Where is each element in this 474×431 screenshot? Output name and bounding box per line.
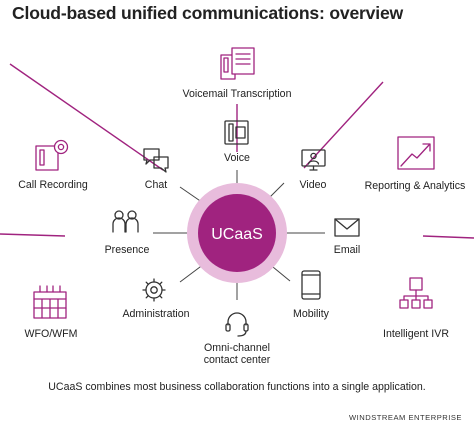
label-chat: Chat — [145, 179, 167, 191]
people-icon — [112, 210, 139, 233]
mobile-phone-icon — [301, 270, 321, 300]
chat-bubbles-icon — [143, 148, 169, 173]
label-email: Email — [334, 244, 361, 256]
brand-logo-text: WINDSTREAM ENTERPRISE — [348, 413, 462, 422]
voicemail-document-icon — [220, 47, 255, 80]
label-mobility: Mobility — [293, 308, 330, 320]
label-video: Video — [300, 179, 327, 191]
label-omni-line2: contact center — [204, 354, 271, 366]
outer-spokes — [0, 63, 474, 239]
label-voice: Voice — [224, 152, 250, 164]
phone-handset-icon — [224, 120, 249, 145]
spoke-right — [422, 235, 474, 239]
envelope-icon — [334, 218, 360, 237]
label-call-recording: Call Recording — [18, 179, 88, 191]
label-presence: Presence — [105, 244, 150, 256]
trend-arrow-icon — [397, 136, 435, 170]
page-title: Cloud-based unified communications: over… — [12, 3, 404, 23]
label-omni-line1: Omni-channel — [204, 342, 270, 354]
label-wfo: WFO/WFM — [25, 328, 78, 340]
label-ivr: Intelligent IVR — [383, 328, 449, 340]
monitor-person-icon — [301, 149, 326, 171]
center-circle — [198, 194, 276, 272]
label-voicemail: Voicemail Transcription — [183, 88, 292, 100]
phone-record-icon — [35, 139, 69, 171]
spoke-top-left — [9, 63, 164, 171]
headset-icon — [225, 312, 249, 337]
gear-icon — [142, 278, 166, 302]
label-reporting: Reporting & Analytics — [365, 180, 466, 192]
spoke-left — [0, 233, 66, 237]
label-administration: Administration — [122, 308, 189, 320]
center-hub: UCaaS — [187, 183, 287, 283]
center-label: UCaaS — [211, 226, 263, 243]
spoke-top-right — [303, 81, 384, 169]
org-tree-icon — [399, 277, 433, 309]
calendar-grid-icon — [33, 285, 67, 319]
caption: UCaaS combines most business collaborati… — [48, 381, 426, 393]
